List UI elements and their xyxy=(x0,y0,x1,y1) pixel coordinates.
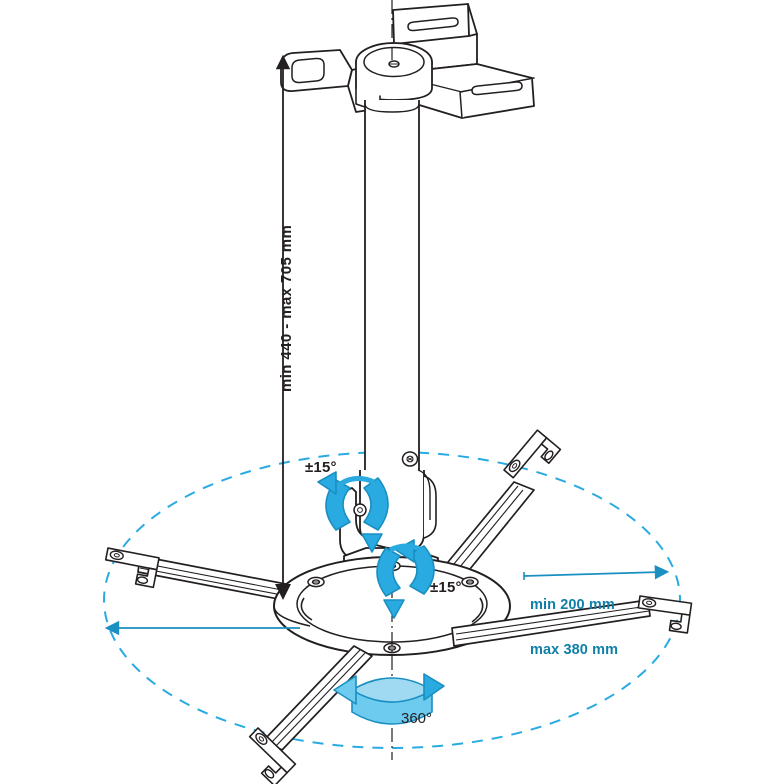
spider-arm-front-right xyxy=(451,595,693,647)
lower-tilt-arrow xyxy=(376,539,435,619)
upper-tilt-arrow xyxy=(317,471,389,553)
arm-span-label: min 200 mm max 380 mm xyxy=(530,568,618,688)
rotation-angle-label: 360° xyxy=(401,710,433,727)
upper-tilt-angle-label: ±15° xyxy=(305,459,337,476)
drop-height-label: min 440 - max 705 mm xyxy=(278,224,295,392)
arm-span-label-line1: min 200 mm xyxy=(530,597,615,613)
arm-span-dimension-line-right xyxy=(523,565,670,580)
lower-tilt-angle-label: ±15° xyxy=(430,579,462,596)
spider-arm-front-left xyxy=(236,645,373,784)
rotation-arrow-360 xyxy=(333,673,445,725)
telescoping-extension-tube xyxy=(364,100,420,504)
adjustment-range-ellipse xyxy=(103,451,681,749)
arm-span-label-line2: max 380 mm xyxy=(530,642,619,658)
